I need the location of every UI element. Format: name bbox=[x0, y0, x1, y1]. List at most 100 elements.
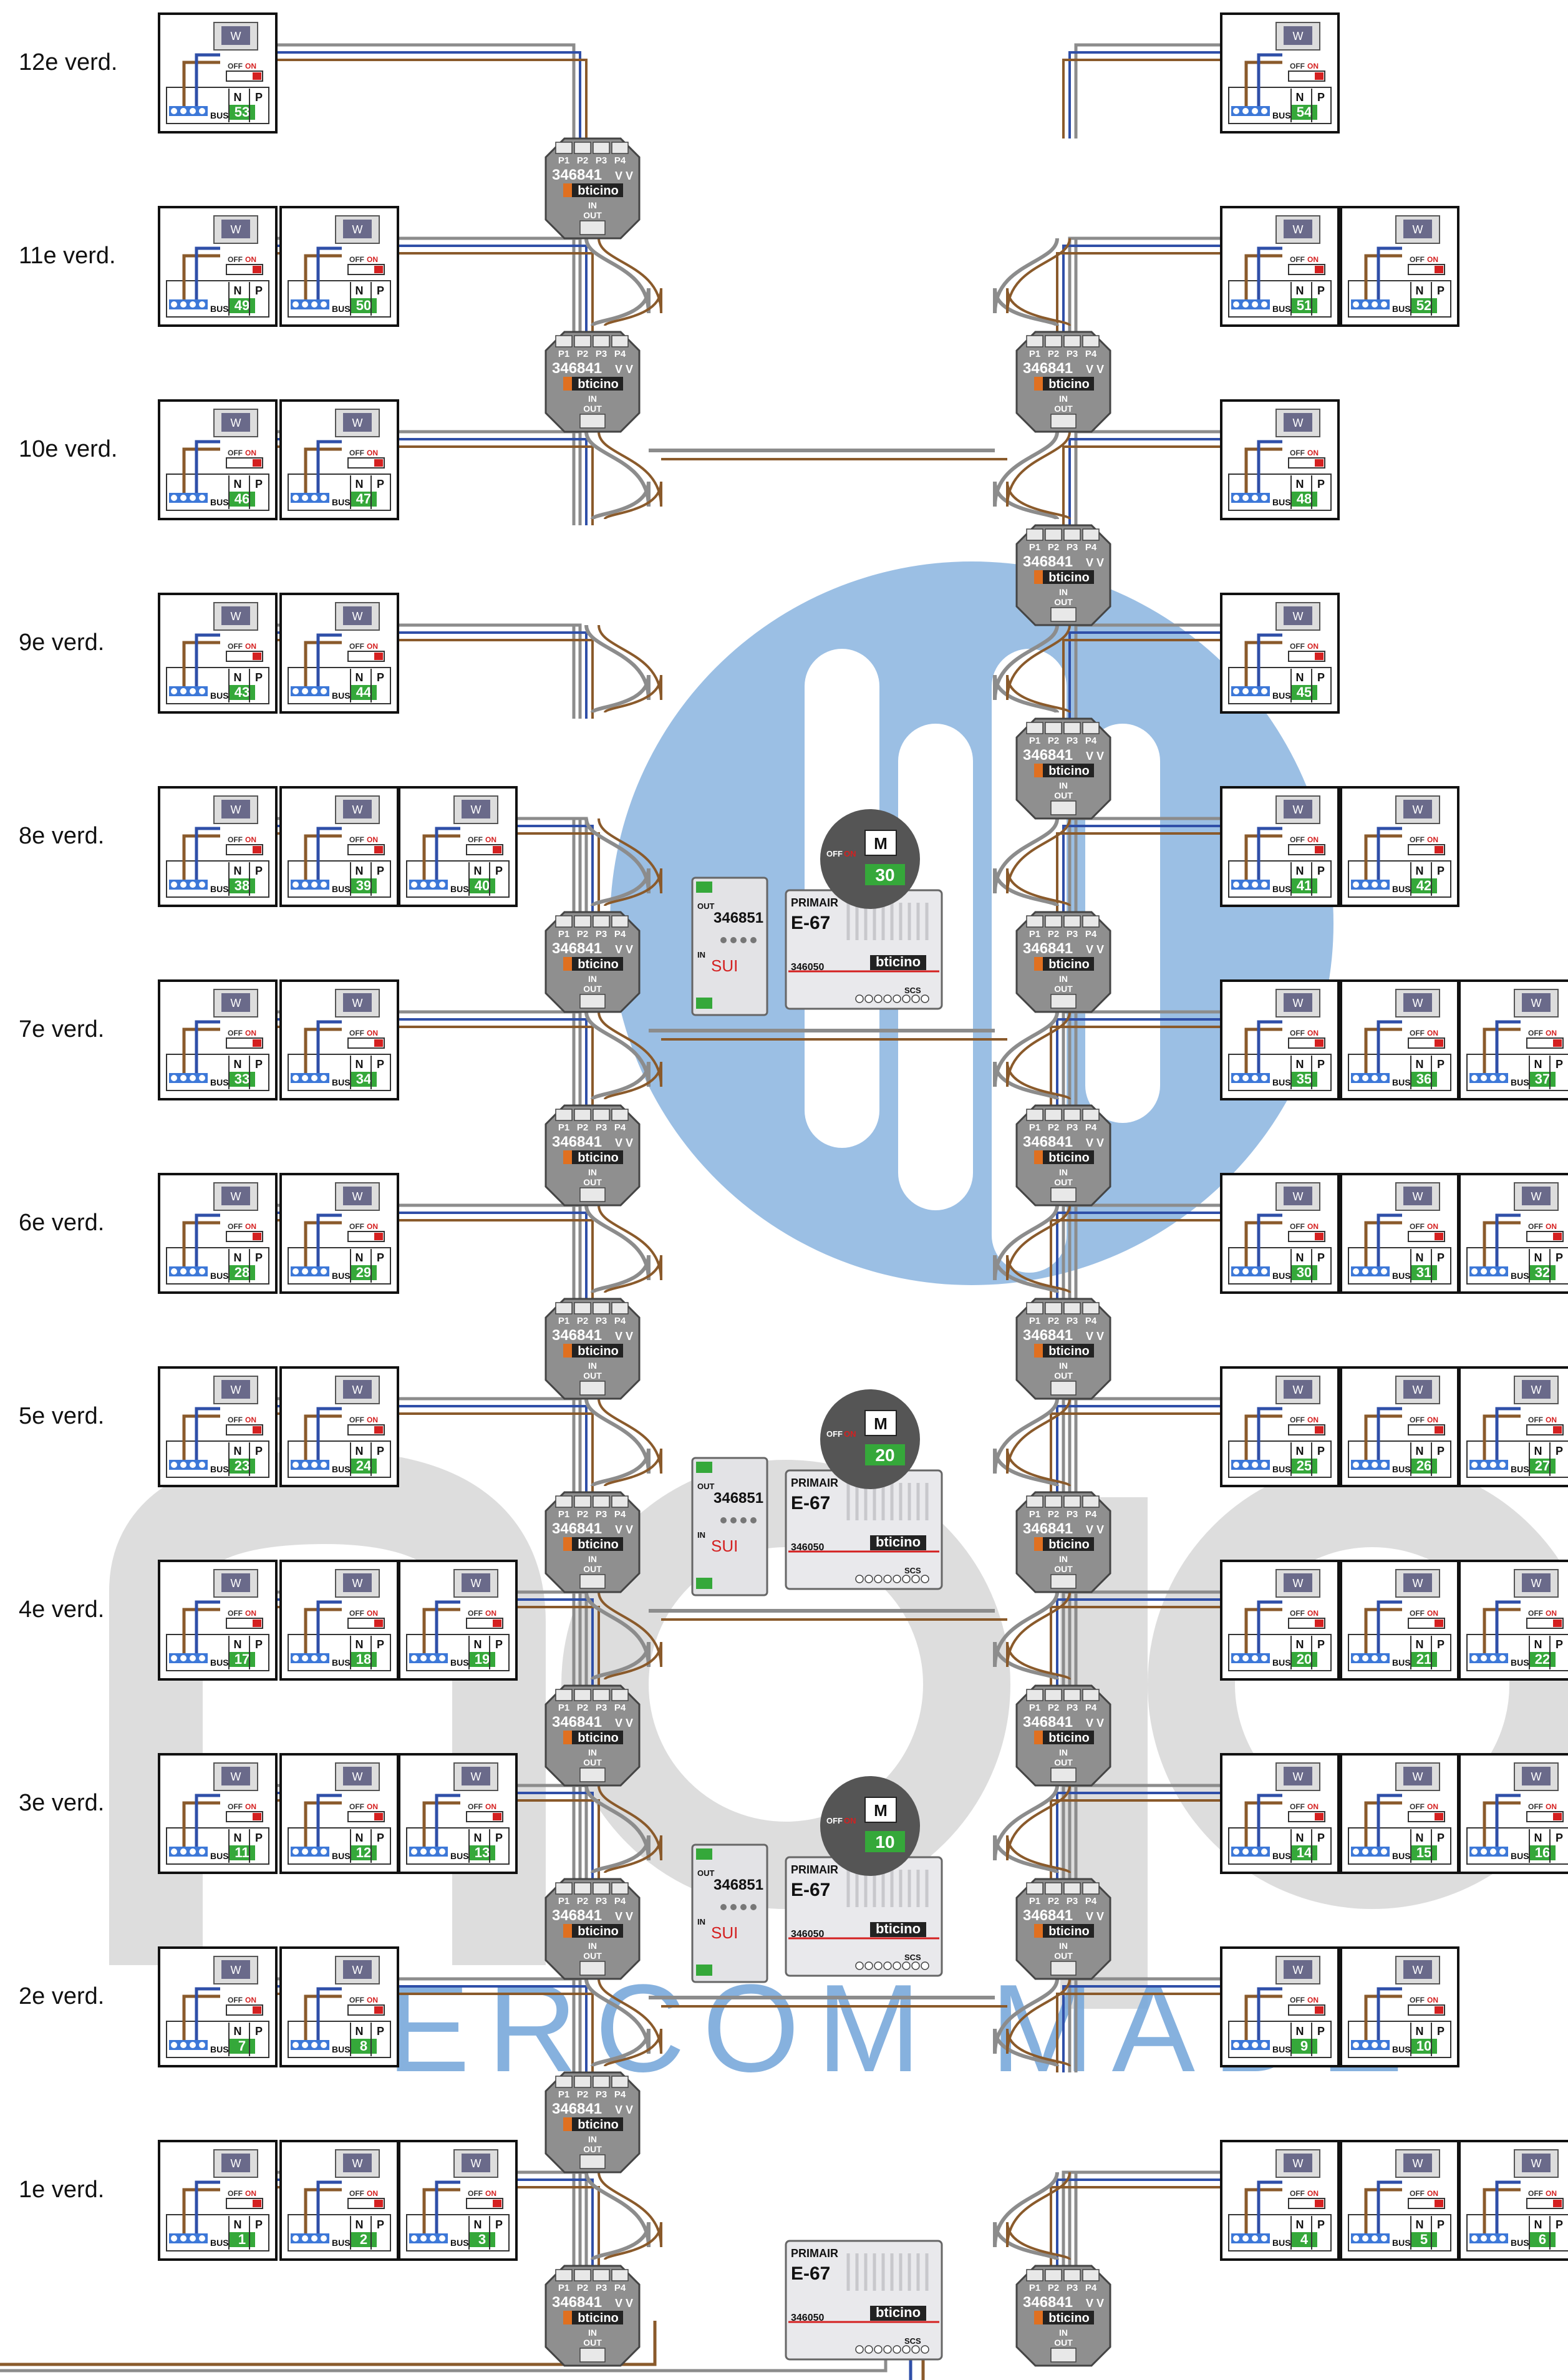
unit-number: 29 bbox=[356, 1265, 371, 1280]
switch-on-label: ON bbox=[1427, 2189, 1438, 2198]
unit-number-badge bbox=[229, 105, 255, 120]
switch-off-label: OFF bbox=[1290, 1416, 1305, 1424]
n-label: N bbox=[356, 1445, 364, 1457]
brand-label: bticino bbox=[1048, 958, 1090, 971]
in-label: IN bbox=[1059, 1361, 1068, 1371]
unit-wire bbox=[182, 61, 220, 106]
brand-plate bbox=[563, 1924, 623, 1938]
interface-body bbox=[691, 877, 768, 1016]
bus-label: BUS bbox=[450, 1851, 469, 1861]
port-terminal bbox=[593, 1495, 610, 1508]
n-label: N bbox=[234, 91, 242, 104]
port-label: P3 bbox=[596, 1896, 607, 1906]
terminal-screw bbox=[302, 688, 308, 694]
terminal-screw bbox=[199, 301, 205, 308]
p-label: P bbox=[495, 1832, 503, 1844]
terminal-screw bbox=[921, 1575, 929, 1583]
terminal-screw bbox=[864, 1961, 873, 1970]
port-label: P1 bbox=[558, 1896, 569, 1906]
n-label: N bbox=[356, 1832, 364, 1844]
floor-label: 9e verd. bbox=[19, 629, 104, 656]
port-label: P3 bbox=[1067, 929, 1078, 940]
switch-off-label: OFF bbox=[1410, 1996, 1425, 2004]
unit-number-badge bbox=[1411, 1845, 1437, 1860]
port-label: P1 bbox=[1029, 1122, 1040, 1133]
switch-on-label: ON bbox=[1427, 1802, 1438, 1811]
port-terminal bbox=[1045, 1882, 1062, 1895]
monitor-screen bbox=[221, 1767, 250, 1785]
in-label: IN bbox=[588, 200, 597, 210]
port-terminal bbox=[574, 1109, 591, 1121]
switch-off-label: OFF bbox=[349, 1996, 364, 2004]
terminal-screw bbox=[1261, 1462, 1267, 1468]
unit-wire bbox=[1364, 254, 1402, 299]
distributor-code: 346841 bbox=[1023, 360, 1073, 377]
switch-knob bbox=[1315, 1233, 1324, 1240]
terminal-screw bbox=[190, 882, 196, 888]
port-terminal bbox=[611, 2076, 629, 2088]
switch-on-label: ON bbox=[485, 835, 496, 844]
monitor-label: W bbox=[1413, 804, 1423, 816]
switch-on-label: ON bbox=[1307, 1996, 1319, 2004]
bus-terminals bbox=[169, 1847, 208, 1857]
distributor-code: 346841 bbox=[1023, 1134, 1073, 1150]
config-on-label: ON bbox=[844, 849, 856, 858]
bus-cable bbox=[504, 1598, 594, 1686]
n-label: N bbox=[1416, 1058, 1424, 1071]
terminal-screw bbox=[411, 2235, 417, 2242]
brand-accent bbox=[1034, 570, 1043, 584]
monitor-screen bbox=[221, 1187, 250, 1205]
terminal-screw bbox=[439, 2235, 445, 2242]
in-label: IN bbox=[1059, 394, 1068, 404]
brand-accent bbox=[1034, 1731, 1043, 1744]
bus-cable bbox=[385, 623, 582, 719]
monitor-label: W bbox=[231, 610, 241, 623]
bus-cable bbox=[385, 245, 588, 332]
amplifier-code: 346050 bbox=[791, 1929, 824, 1940]
switch-on-label: ON bbox=[1307, 449, 1319, 457]
port-label: P3 bbox=[1067, 736, 1078, 746]
bus-label: BUS bbox=[1272, 304, 1291, 314]
monitor-label: W bbox=[231, 30, 241, 42]
port-terminal bbox=[1082, 528, 1100, 541]
unit-number-badge bbox=[1411, 1459, 1437, 1474]
bus-terminals bbox=[409, 880, 448, 890]
bus-terminals bbox=[291, 2233, 329, 2243]
p-label: P bbox=[377, 1638, 384, 1651]
monitor-label: W bbox=[352, 1190, 363, 1203]
bus-label: BUS bbox=[1511, 1658, 1529, 1668]
brand-plate bbox=[1034, 2311, 1094, 2324]
port-label: P1 bbox=[1029, 929, 1040, 940]
unit-number-badge bbox=[229, 1265, 255, 1280]
amplifier-body bbox=[785, 2240, 943, 2361]
switch-on-label: ON bbox=[1427, 835, 1438, 844]
vv-label: V V bbox=[1086, 1910, 1104, 1923]
switch-off-label: OFF bbox=[1528, 1029, 1543, 1037]
unit-number-badge bbox=[229, 1845, 255, 1860]
switch-knob bbox=[374, 1039, 383, 1047]
terminal-screw bbox=[1381, 1462, 1387, 1468]
bus-label: BUS bbox=[332, 2044, 351, 2054]
vv-label: V V bbox=[615, 1137, 633, 1149]
unit-wire bbox=[1244, 1414, 1282, 1460]
switch-off-label: OFF bbox=[1410, 1609, 1425, 1618]
port-label: P3 bbox=[596, 1509, 607, 1520]
monitor-screen bbox=[1284, 606, 1312, 625]
bus-cable bbox=[1062, 639, 1234, 719]
port-terminal bbox=[593, 1689, 610, 1701]
switch-knob bbox=[374, 1233, 383, 1240]
bus-cable bbox=[598, 238, 662, 327]
monitor-label: W bbox=[1293, 804, 1304, 816]
bus-cable bbox=[264, 43, 576, 138]
terminal-screw bbox=[199, 108, 205, 114]
n-label: N bbox=[1416, 284, 1424, 297]
bus-cable bbox=[1006, 818, 1071, 907]
switch-off-label: OFF bbox=[228, 642, 243, 651]
port-terminal bbox=[574, 1882, 591, 1895]
